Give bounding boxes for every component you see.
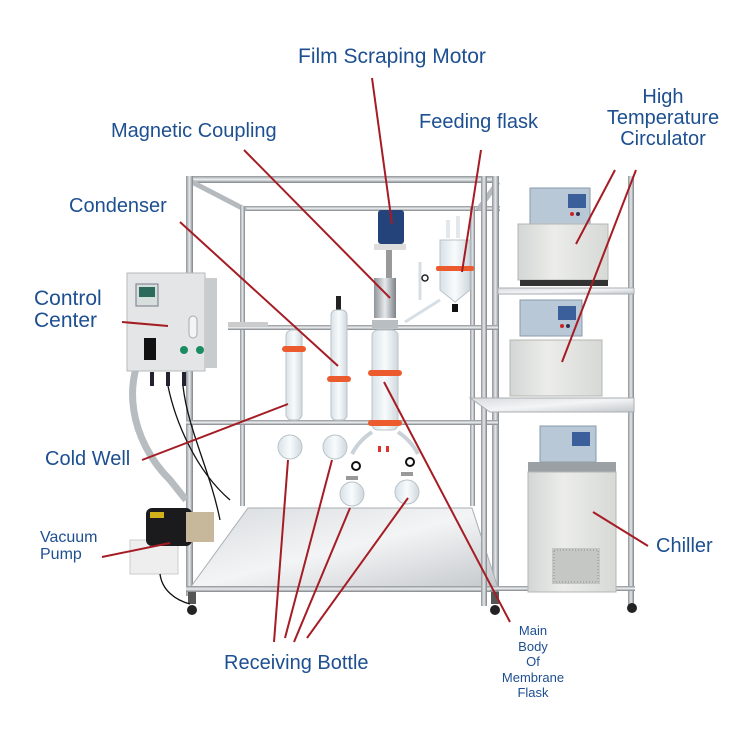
label-magnetic-coupling: Magnetic Coupling: [111, 120, 277, 142]
leader-feeding-flask: [461, 149, 482, 273]
leader-circulator-lower: [561, 169, 637, 363]
leader-magnetic-coupling: [243, 149, 391, 299]
control-box: [126, 272, 231, 521]
label-line: Control: [34, 287, 102, 310]
leader-lines: [101, 77, 649, 643]
label-film-scraping-motor: Film Scraping Motor: [298, 45, 486, 68]
label-vacuum-pump: Vacuum Pump: [40, 529, 98, 564]
leader-receiving-3: [293, 507, 351, 643]
label-line: High: [642, 86, 684, 108]
label-line: Membrane: [501, 669, 565, 685]
label-line: Of: [526, 654, 540, 670]
label-control-center: Control Center: [34, 287, 102, 333]
scraping-motor: [374, 210, 406, 278]
frame: [186, 176, 501, 615]
label-main-body-of-membrane-flask: Main Body Of Membrane Flask: [493, 623, 573, 701]
label-condenser: Condenser: [69, 195, 167, 217]
label-line: Center: [34, 309, 98, 333]
circulator-lower: [509, 299, 603, 397]
label-high-temperature-circulator: High Temperature Circulator: [598, 87, 728, 150]
leader-control-center: [121, 321, 169, 327]
label-line: Body: [518, 638, 548, 654]
leader-membrane-flask: [383, 381, 511, 623]
feeding-flask: [404, 216, 474, 324]
label-receiving-bottle: Receiving Bottle: [224, 652, 369, 674]
label-line: Circulator: [620, 128, 706, 150]
circulator-upper: [517, 187, 609, 286]
membrane-flask: [350, 278, 420, 455]
leader-vacuum-pump: [101, 542, 171, 558]
leader-cold-well: [141, 403, 289, 461]
leader-circulator-upper: [575, 169, 616, 245]
label-line: Vacuum: [40, 529, 98, 546]
label-chiller: Chiller: [656, 535, 713, 557]
leader-receiving-1: [273, 459, 289, 643]
receiving-bottles: [339, 457, 420, 507]
leader-condenser: [179, 221, 339, 367]
label-cold-well: Cold Well: [45, 448, 131, 470]
label-line: Pump: [40, 545, 82, 563]
chiller: [527, 425, 617, 593]
condenser: [322, 296, 351, 460]
cold-well: [228, 322, 306, 460]
leader-chiller: [592, 511, 649, 547]
label-line: Temperature: [606, 107, 720, 129]
leader-film-scraping-motor: [371, 77, 393, 225]
leader-receiving-4: [306, 497, 409, 639]
label-line: Flask: [517, 685, 549, 701]
label-line: Main: [518, 623, 548, 638]
leader-receiving-2: [284, 459, 333, 639]
label-feeding-flask: Feeding flask: [419, 111, 538, 133]
